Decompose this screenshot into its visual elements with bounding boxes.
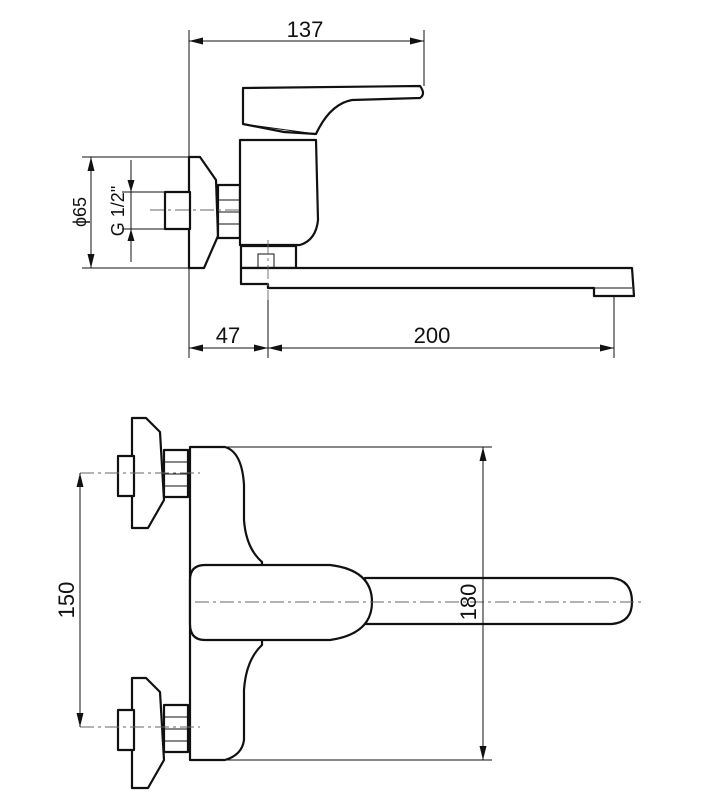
inlet-pipe bbox=[163, 190, 192, 231]
spout-top bbox=[363, 576, 634, 626]
dim-180: 180 bbox=[225, 446, 492, 761]
lower-inlet bbox=[116, 708, 136, 752]
top-view: 150 180 bbox=[54, 416, 645, 790]
dim-label-47: 47 bbox=[216, 323, 240, 348]
lever-handle bbox=[241, 84, 425, 136]
dim-label-180: 180 bbox=[456, 584, 481, 621]
dim-label-137: 137 bbox=[287, 17, 324, 42]
upper-inlet bbox=[116, 454, 136, 498]
side-view: 137 47 200 ϕ65 bbox=[70, 17, 636, 358]
spout-connector bbox=[239, 244, 298, 270]
spout bbox=[239, 266, 636, 298]
wall-flange bbox=[187, 155, 220, 270]
dim-label-200: 200 bbox=[414, 323, 451, 348]
dim-label-65: ϕ65 bbox=[70, 197, 90, 227]
dim-flange-diameter: ϕ65 bbox=[70, 156, 189, 269]
dim-137: 137 bbox=[188, 17, 425, 157]
lever-top bbox=[188, 563, 374, 642]
dim-label-thread: G 1/2" bbox=[108, 186, 128, 236]
lower-flange bbox=[130, 676, 166, 790]
dim-label-150: 150 bbox=[54, 582, 79, 619]
mixer-body bbox=[238, 138, 320, 247]
dim-150: 150 bbox=[54, 473, 84, 727]
dim-thread: G 1/2" bbox=[108, 160, 165, 262]
dim-47-200: 47 200 bbox=[188, 268, 615, 358]
